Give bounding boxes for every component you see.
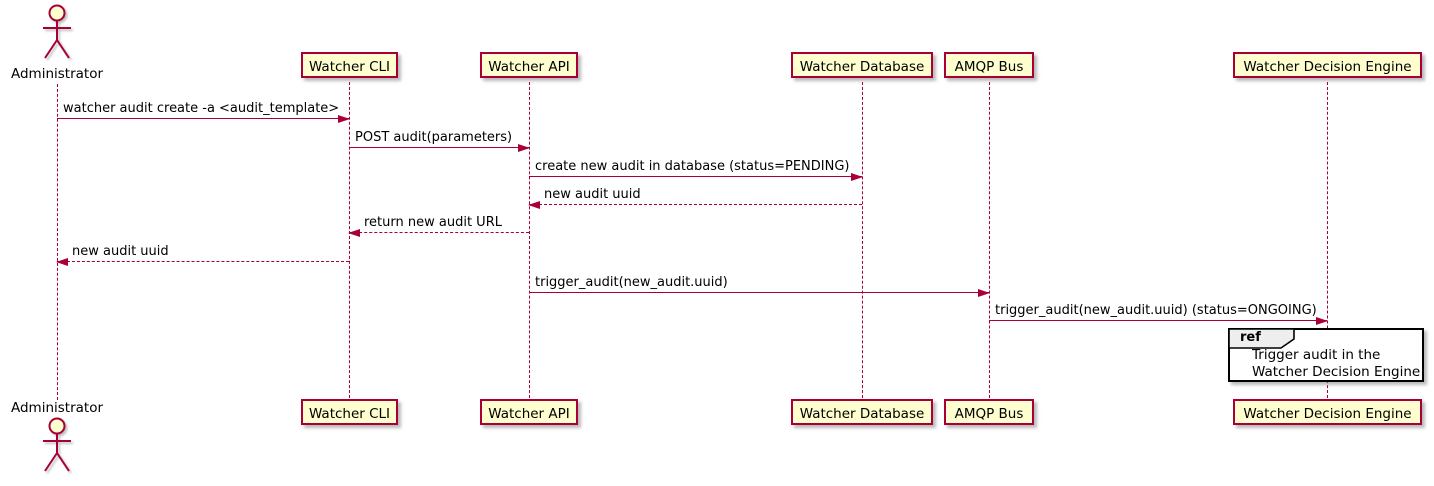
ref-fragment: ref Trigger audit in the Watcher Decisio… [1228, 328, 1424, 382]
message-new-audit-uuid-cli: new audit uuid [56, 240, 349, 266]
participant-amqp-bus-bottom: AMQP Bus [944, 399, 1034, 425]
participant-watcher-database-top: Watcher Database [791, 52, 933, 78]
participant-watcher-database-bottom: Watcher Database [791, 399, 933, 425]
message-label: trigger_audit(new_audit.uuid) (status=ON… [995, 303, 1317, 318]
arrowhead-icon [851, 173, 863, 181]
arrowhead-icon [1316, 317, 1328, 325]
message-label: create new audit in database (status=PEN… [535, 159, 850, 174]
participant-watcher-decision-engine-bottom: Watcher Decision Engine [1233, 399, 1422, 425]
actor-icon-top [43, 4, 71, 59]
ref-keyword: ref [1240, 330, 1261, 345]
message-label: trigger_audit(new_audit.uuid) [535, 275, 728, 290]
message-label: new audit uuid [72, 244, 169, 259]
participant-watcher-cli-bottom: Watcher CLI [301, 399, 398, 425]
message-label: watcher audit create -a <audit_template> [63, 101, 340, 116]
actor-icon-bottom [43, 417, 71, 472]
participant-watcher-api-top: Watcher API [480, 52, 578, 78]
participant-watcher-decision-engine-top: Watcher Decision Engine [1233, 52, 1422, 78]
message-trigger-audit-ongoing: trigger_audit(new_audit.uuid) (status=ON… [989, 299, 1328, 325]
lifeline-watcher-database [862, 82, 863, 398]
arrowhead-icon [338, 115, 350, 123]
arrowhead-icon [56, 258, 68, 266]
message-return-audit-url: return new audit URL [348, 211, 529, 237]
ref-text-line1: Trigger audit in the [1252, 347, 1381, 363]
lifeline-watcher-decision-engine [1327, 82, 1328, 398]
lifeline-watcher-cli [349, 82, 350, 398]
message-create-audit-db: create new audit in database (status=PEN… [529, 155, 863, 181]
message-label: new audit uuid [544, 187, 641, 202]
actor-label-top: Administrator [10, 66, 104, 82]
arrowhead-icon [528, 201, 540, 209]
participant-amqp-bus-top: AMQP Bus [944, 52, 1034, 78]
ref-tab-shape [1228, 328, 1295, 349]
message-audit-create: watcher audit create -a <audit_template> [57, 97, 350, 123]
message-trigger-audit: trigger_audit(new_audit.uuid) [529, 271, 990, 297]
message-new-audit-uuid-db: new audit uuid [528, 183, 862, 209]
participant-watcher-cli-top: Watcher CLI [301, 52, 398, 78]
arrowhead-icon [348, 229, 360, 237]
lifeline-watcher-api [529, 82, 530, 398]
participant-watcher-api-bottom: Watcher API [480, 399, 578, 425]
lifeline-amqp-bus [989, 82, 990, 398]
message-label: POST audit(parameters) [355, 130, 513, 145]
ref-text: Trigger audit in the Watcher Decision En… [1252, 347, 1420, 381]
ref-text-line2: Watcher Decision Engine [1252, 364, 1421, 380]
message-post-audit: POST audit(parameters) [349, 126, 530, 152]
arrowhead-icon [978, 289, 990, 297]
lifeline-administrator [57, 84, 58, 400]
arrowhead-icon [518, 144, 530, 152]
message-label: return new audit URL [364, 215, 502, 230]
actor-label-bottom: Administrator [10, 400, 104, 416]
